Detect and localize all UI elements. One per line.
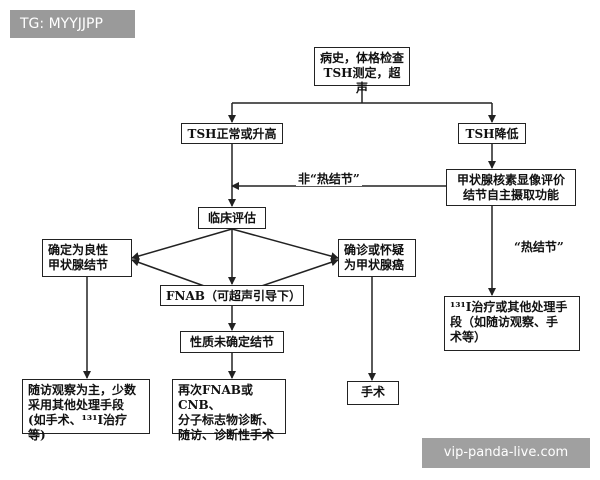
node-fnab: FNAB（可超声引导下） — [160, 285, 304, 306]
node-tsh-normal: TSH正常或升高 — [181, 123, 283, 144]
edge-label-not-hot: 非“热结节” — [296, 172, 362, 186]
node-history: 病史，体格检查 TSH测定，超声 — [314, 47, 410, 95]
node-nuclear-scan: 甲状腺核素显像评价 结节自主摄取功能 — [446, 169, 576, 206]
source-tag: TG: MYYJJPP — [10, 10, 135, 38]
node-suspect-cancer: 确诊或怀疑 为甲状腺癌 — [338, 239, 416, 277]
node-followup: 随访观察为主，少数 采用其他处理手段 (如手术、¹³¹I治疗等) — [22, 379, 150, 442]
node-tsh-low: TSH降低 — [458, 123, 526, 144]
node-indeterminate: 性质未确定结节 — [180, 331, 284, 353]
edge-label-hot: “热结节” — [512, 240, 566, 254]
node-clinical-eval: 临床评估 — [198, 207, 266, 229]
site-watermark: vip-panda-live.com — [422, 438, 590, 468]
node-benign: 确定为良性 甲状腺结节 — [42, 239, 132, 277]
node-surgery: 手术 — [347, 381, 399, 405]
node-iodine-therapy: ¹³¹I治疗或其他处理手 段（如随访观察、手 术等） — [444, 296, 580, 351]
node-repeat-tests: 再次FNAB或CNB、 分子标志物诊断、 随访、诊断性手术 — [172, 379, 286, 442]
